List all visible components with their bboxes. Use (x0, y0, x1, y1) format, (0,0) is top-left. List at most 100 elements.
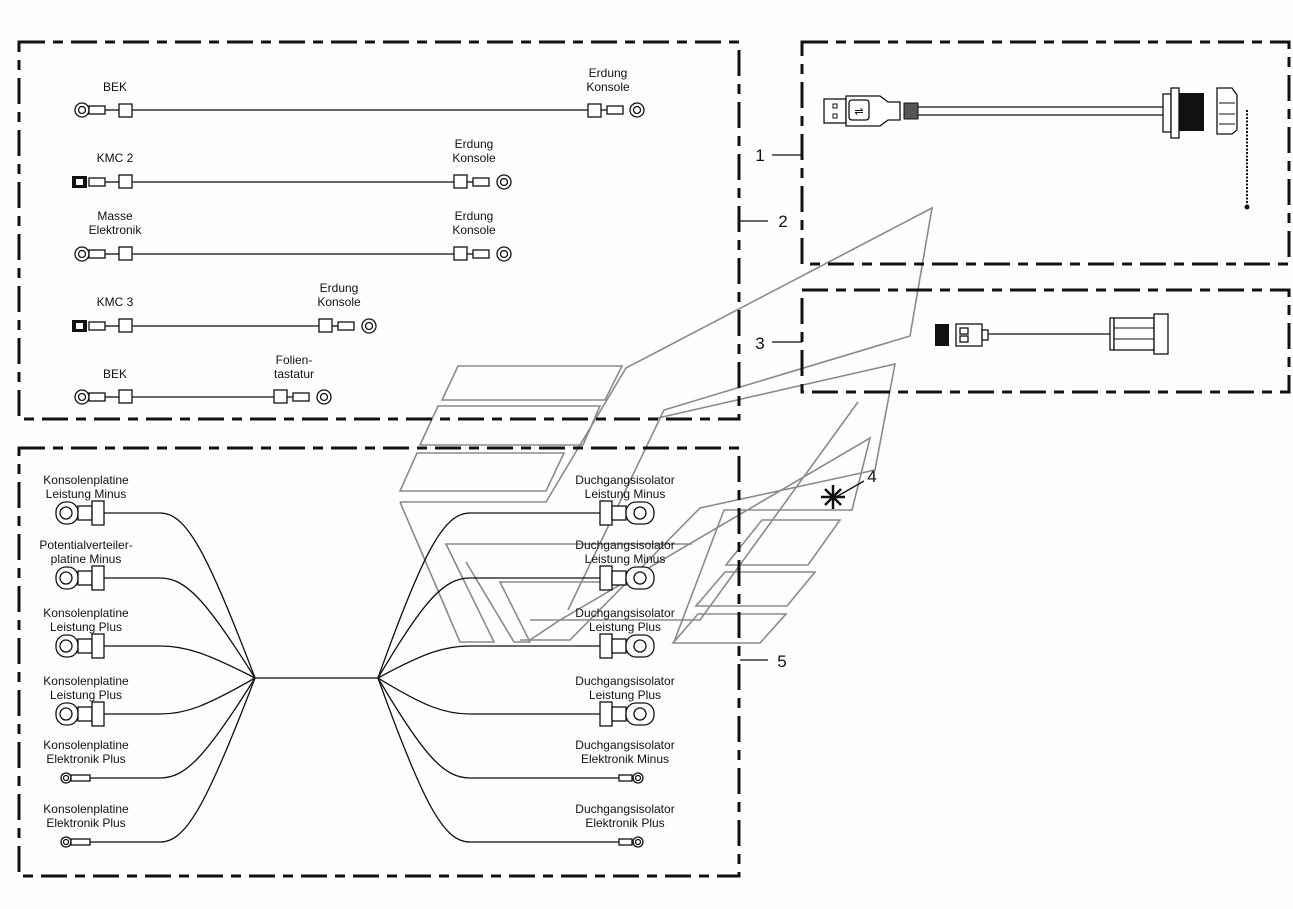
cable-start-label: Masse (97, 209, 133, 223)
usb-cable-assembly[interactable]: ⇌ (823, 87, 1250, 210)
cable-lug-icon (55, 500, 105, 526)
branch-wire (377, 677, 619, 843)
ring-terminal-icon (587, 102, 645, 118)
harness-branch-left[interactable]: Potentialverteiler-platine Minus (39, 538, 256, 679)
cable-lug-icon (599, 500, 655, 526)
watermark-stripe (724, 519, 842, 566)
socket-thread (1179, 93, 1204, 131)
branch-label: Konsolenplatine (43, 738, 129, 752)
strain-relief (903, 102, 919, 120)
callout-3[interactable]: 3 (755, 334, 802, 353)
branch-label: Leistung Plus (589, 688, 661, 702)
branch-label: Leistung Minus (585, 487, 666, 501)
ring-terminal-icon (453, 174, 512, 190)
round-connector-icon (1113, 317, 1155, 351)
callout-4[interactable]: 4 (835, 467, 877, 498)
branch-wire (377, 645, 600, 679)
cable-end-label: Konsole (452, 151, 496, 165)
watermark-outline (399, 501, 692, 643)
cable-start-label: KMC 3 (97, 295, 134, 309)
watermark-stripe (671, 613, 788, 644)
ground-cable-group: BEK Erdung Konsole KMC 2 Erdung Konsole (72, 66, 645, 405)
branch-wire (104, 512, 256, 679)
branch-label: Duchgangsisolator (575, 674, 674, 688)
watermark-logo (398, 206, 934, 644)
watermark-outline (520, 362, 897, 641)
ground-cable[interactable]: KMC 3 Erdung Konsole (72, 281, 377, 334)
branch-wire (377, 677, 619, 779)
cable-lug-icon (599, 701, 655, 727)
branch-wire (377, 677, 600, 715)
branch-label: Elektronik Plus (46, 816, 125, 830)
ground-cable[interactable]: BEK Folien- tastatur (74, 353, 332, 405)
usb-symbol-icon (848, 99, 870, 121)
cable-lug-icon (55, 565, 105, 591)
cable-end-label: Konsole (452, 223, 496, 237)
callout-5[interactable]: 5 (740, 652, 787, 671)
ring-terminal-icon (618, 772, 644, 784)
group-box-connector-cable (800, 288, 1291, 394)
branch-label: Elektronik Plus (585, 816, 664, 830)
branch-label: Duchgangsisolator (575, 802, 674, 816)
connector-cable-assembly[interactable] (935, 313, 1169, 355)
branch-label: Konsolenplatine (43, 802, 129, 816)
group-box-usb-cable (800, 40, 1291, 266)
ground-cable[interactable]: BEK Erdung Konsole (74, 66, 645, 118)
flat-terminal-icon (72, 174, 133, 189)
ground-cable[interactable]: KMC 2 Erdung Konsole (72, 137, 512, 190)
branch-wire (104, 577, 256, 679)
cable-end-label: Erdung (589, 66, 628, 80)
branch-label: Konsolenplatine (43, 473, 129, 487)
branch-label: platine Minus (51, 552, 122, 566)
branch-label: Leistung Minus (585, 552, 666, 566)
watermark-outline (530, 401, 859, 621)
branch-label: Leistung Minus (46, 487, 127, 501)
branch-label: Elektronik Plus (46, 752, 125, 766)
cable-lug-icon (55, 633, 105, 659)
branch-label: Konsolenplatine (43, 606, 129, 620)
cable-lug-icon (599, 633, 655, 659)
ring-terminal-icon (273, 389, 332, 405)
svg-text:1: 1 (755, 146, 764, 165)
flat-terminal-icon (72, 318, 133, 333)
callout-1[interactable]: 1 (755, 146, 802, 165)
svg-text:3: 3 (755, 334, 764, 353)
panel-socket-flange (1162, 93, 1172, 133)
cable-lug-icon (599, 565, 655, 591)
watermark-stripe (398, 452, 566, 492)
svg-text:2: 2 (778, 212, 787, 231)
ring-terminal-icon (74, 102, 133, 118)
watermark-stripe (418, 405, 602, 446)
watermark-stripe (440, 365, 624, 401)
ring-terminal-icon (60, 772, 91, 784)
branch-wire (377, 512, 600, 679)
cable-end-label: Erdung (320, 281, 359, 295)
ring-terminal-icon (453, 246, 512, 262)
branch-wire (104, 645, 256, 679)
branch-label: Elektronik Minus (581, 752, 669, 766)
branch-label: Duchgangsisolator (575, 473, 674, 487)
branch-label: Leistung Plus (50, 620, 122, 634)
ground-cable[interactable]: Masse Elektronik Erdung Konsole (74, 209, 512, 262)
callout-2[interactable]: 2 (740, 212, 788, 231)
ring-terminal-icon (60, 836, 91, 848)
branch-label: Potentialverteiler- (39, 538, 132, 552)
connector-plug-icon (955, 323, 983, 347)
svg-text:5: 5 (777, 652, 786, 671)
svg-text:⇌: ⇌ (854, 106, 863, 118)
svg-text:4: 4 (867, 467, 876, 486)
watermark-stripe (694, 571, 817, 607)
